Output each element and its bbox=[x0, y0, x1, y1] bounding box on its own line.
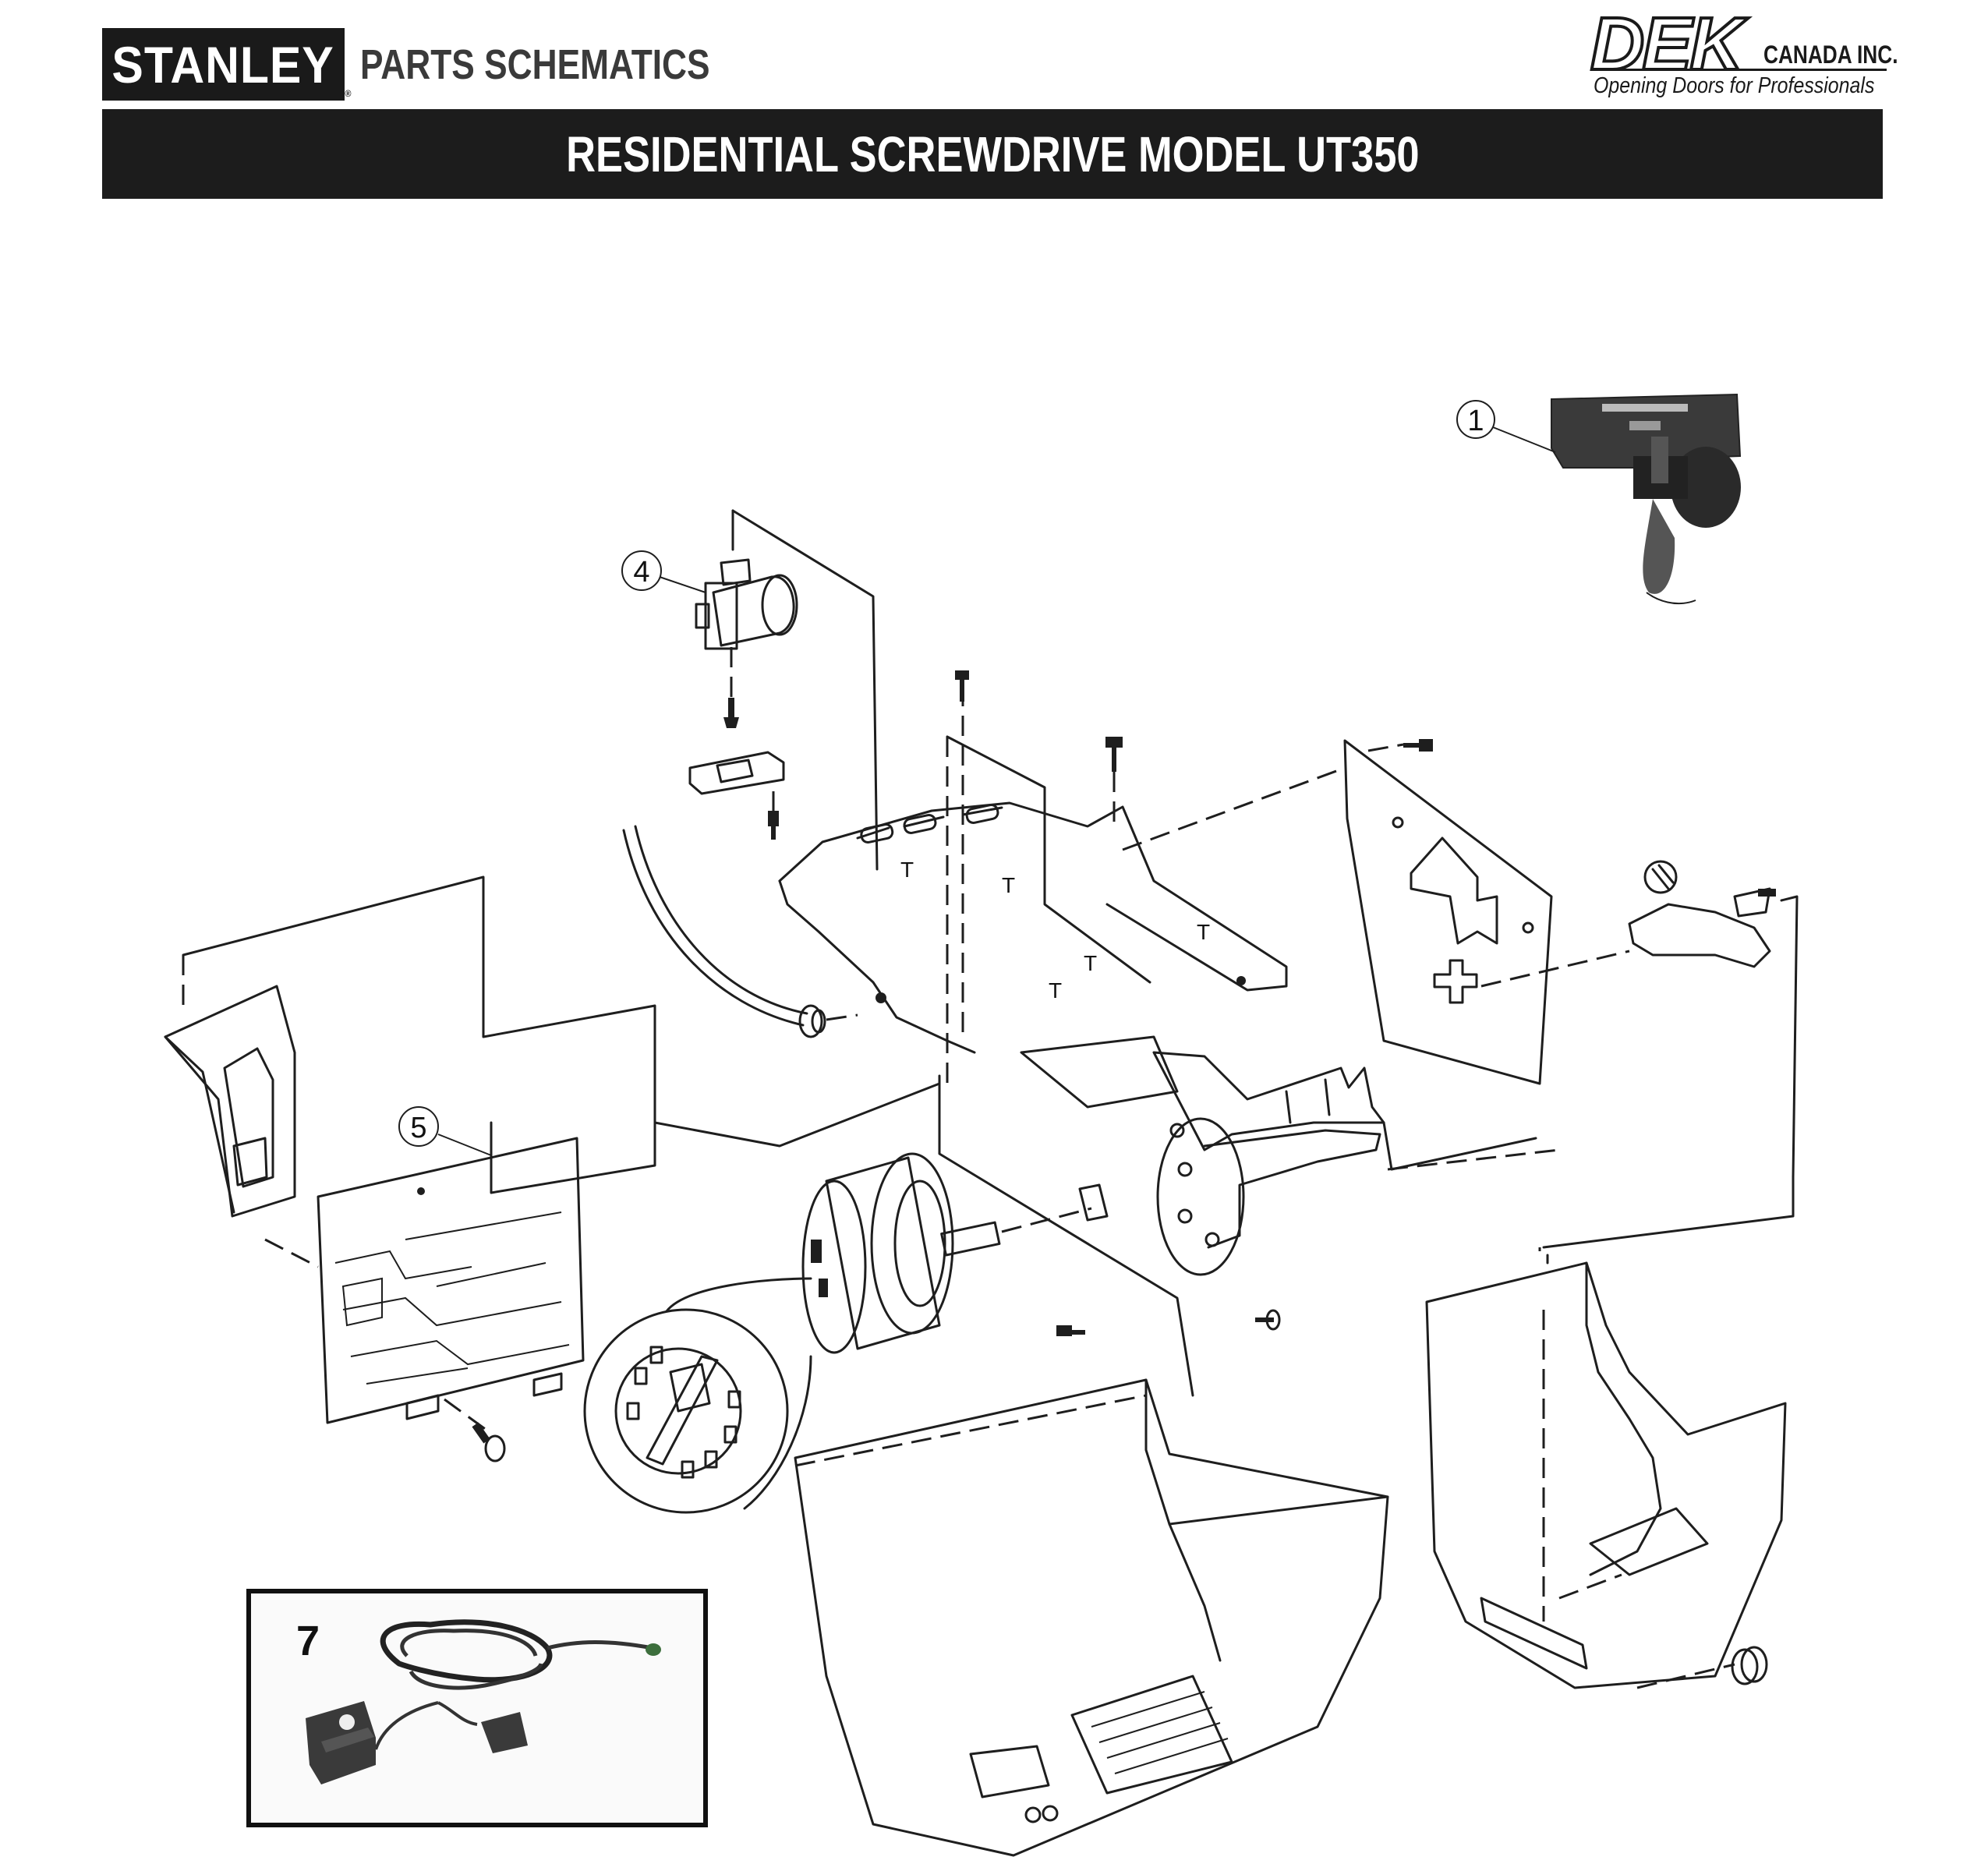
page-title: RESIDENTIAL SCREWDRIVE MODEL UT350 bbox=[565, 126, 1420, 182]
stanley-logo: STANLEY ® bbox=[102, 28, 352, 101]
registered-mark-icon: ® bbox=[345, 88, 352, 99]
coupler-icon bbox=[1078, 1183, 1109, 1222]
document-kind: PARTS SCHEMATICS bbox=[360, 41, 710, 88]
inset-safety-sensor: 7 bbox=[246, 1589, 708, 1827]
capacitor-bracket-icon bbox=[688, 751, 785, 795]
svg-text:T: T bbox=[1084, 951, 1097, 975]
safety-sensor-icon bbox=[306, 1619, 661, 1784]
screw-icon bbox=[472, 1422, 506, 1462]
grommet-icon bbox=[1731, 1646, 1768, 1685]
end-panel-icon bbox=[1343, 739, 1553, 1085]
title-bar: RESIDENTIAL SCREWDRIVE MODEL UT350 bbox=[102, 109, 1883, 199]
svg-text:T: T bbox=[1049, 978, 1062, 1003]
limit-switch-icon bbox=[1628, 860, 1776, 968]
logo-divider bbox=[1590, 69, 1887, 71]
screw-icon bbox=[955, 670, 969, 702]
svg-text:T: T bbox=[1002, 873, 1015, 897]
main-cover-icon bbox=[794, 1378, 1389, 1857]
chassis-frame-icon: T T T T T bbox=[778, 801, 1288, 1054]
screw-icon bbox=[1255, 1309, 1281, 1331]
capacitor-icon bbox=[695, 558, 798, 650]
mounting-bracket-icon bbox=[164, 985, 296, 1218]
callout-4: 4 bbox=[621, 550, 706, 593]
screw-icon bbox=[1056, 1325, 1085, 1336]
distributor-tagline: Opening Doors for Professionals bbox=[1594, 73, 1875, 98]
end-cover-icon bbox=[1425, 1261, 1787, 1689]
drive-housing-icon bbox=[1020, 1035, 1385, 1276]
svg-text:T: T bbox=[1197, 920, 1210, 944]
trolley-carriage-icon bbox=[1551, 393, 1742, 605]
dek-canada-logo: DEK CANADA INC. Opening Doors for Profes… bbox=[1589, 0, 1898, 101]
motor-icon bbox=[801, 1152, 1001, 1354]
callout-7: 7 bbox=[296, 1618, 320, 1664]
screw-icon bbox=[723, 698, 739, 728]
callout-number: 1 bbox=[1467, 405, 1484, 437]
callout-number: 5 bbox=[410, 1112, 426, 1144]
encoder-detail-icon bbox=[583, 1277, 812, 1514]
callout-number: 4 bbox=[633, 556, 649, 589]
screw-icon bbox=[1105, 737, 1123, 772]
screw-icon bbox=[768, 811, 779, 840]
callout-1: 1 bbox=[1456, 400, 1556, 453]
brand-name: STANLEY bbox=[111, 35, 335, 94]
screw-icon bbox=[1403, 739, 1433, 752]
grommet-icon bbox=[798, 1004, 826, 1038]
svg-text:T: T bbox=[900, 858, 914, 882]
dek-wordmark: DEK bbox=[1589, 1, 1746, 87]
callout-5: 5 bbox=[398, 1106, 492, 1156]
logic-board-icon bbox=[317, 1137, 585, 1424]
distributor-name: CANADA INC. bbox=[1763, 41, 1898, 69]
